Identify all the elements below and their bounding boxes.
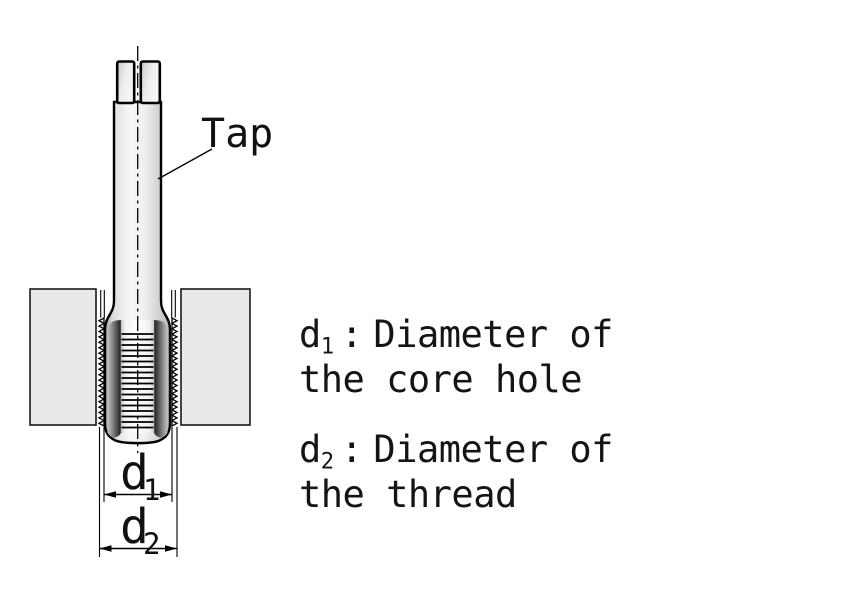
hole-entry-lines bbox=[100, 290, 176, 318]
legend-item-d2: d2:Diameter of the thread bbox=[299, 427, 613, 517]
legend-d2-line1: d2:Diameter of bbox=[299, 428, 613, 475]
d1-dimension-arrow bbox=[104, 491, 172, 498]
tap-flute-right bbox=[154, 320, 168, 438]
tap-label: Tap bbox=[201, 111, 273, 157]
thread-teeth-left bbox=[97, 316, 106, 428]
workpiece-left-block bbox=[29, 288, 97, 426]
legend-item-d1: d1:Diameter of the core hole bbox=[299, 312, 613, 402]
legend-d1-line2: the core hole bbox=[299, 358, 583, 401]
d1-dimension-label: d 1 bbox=[120, 445, 160, 507]
tap-square-drive-left bbox=[115, 60, 136, 105]
legend: d1:Diameter of the core hole d2:Diameter… bbox=[299, 312, 613, 517]
legend-d2-line2: the thread bbox=[299, 473, 517, 516]
d2-dimension-label: d 2 bbox=[120, 499, 160, 561]
tap-diagram-svg: d 1 d 2 Tap bbox=[29, 46, 273, 561]
legend-d1-line1: d1:Diameter of bbox=[299, 313, 613, 360]
thread-teeth-right bbox=[170, 316, 179, 428]
tap-leader-line bbox=[157, 148, 213, 180]
tap-flute-left bbox=[107, 320, 121, 438]
workpiece-right-block bbox=[180, 288, 251, 426]
tap-square-drive-right bbox=[139, 60, 162, 105]
d2-dimension-arrow bbox=[99, 545, 177, 552]
